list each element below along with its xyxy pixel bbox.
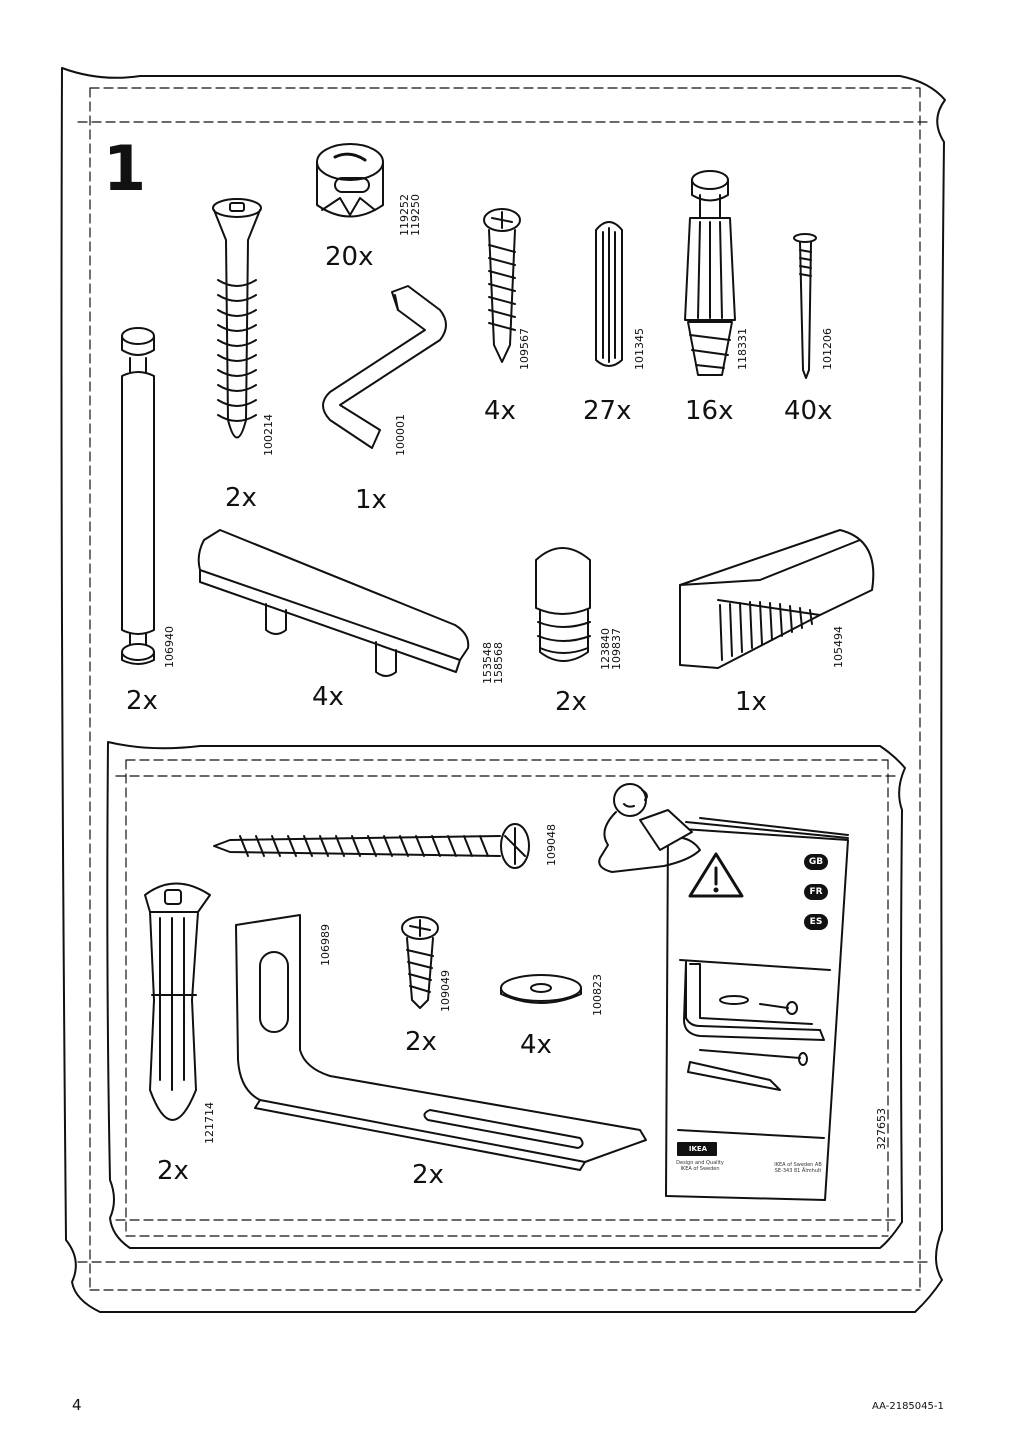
document-id: AA-2185045-1 [872,1401,944,1412]
wall-plug-qty: 2x [157,1156,189,1186]
wedge-code: 105494 [832,626,845,668]
foot-code-2: 109837 [610,628,623,670]
cam-lock-code-2: 119250 [409,194,422,236]
handle-qty: 4x [312,682,344,712]
ikea-logo: IKEA [688,1145,708,1153]
nail-qty: 40x [784,396,833,426]
cam-bolt-qty: 16x [685,396,734,426]
cam-bolt-drawing [684,170,736,376]
bracket-qty: 2x [412,1160,444,1190]
pin-qty: 2x [126,686,158,716]
wedge-qty: 1x [735,687,767,717]
cam-bolt-code: 118331 [736,328,749,370]
long-screw-code: 100214 [262,414,275,456]
small-screw-qty: 4x [484,396,516,426]
leaflet-left-caption: Design and Quality IKEA of Sweden [676,1160,724,1172]
handle-drawing [197,529,470,677]
language-badge-fr: FR [804,884,828,900]
wall-screw-code: 109048 [545,824,558,866]
page-number: 4 [72,1396,82,1414]
allen-key-qty: 1x [355,485,387,515]
outer-bag-outline [60,67,946,1313]
long-screw-qty: 2x [225,483,257,513]
foot-drawing [535,547,591,662]
bracket-screw-drawing [401,916,439,1009]
reader-figure-icon [598,783,701,873]
washer-code: 100823 [591,974,604,1016]
cam-lock-drawing [316,143,384,218]
language-badge-gb: GB [804,854,828,870]
allen-key-drawing [322,285,447,449]
wall-screw-drawing [213,823,530,869]
allen-key-code: 100001 [394,414,407,456]
pin-code: 106940 [163,626,176,668]
bracket-code: 106989 [319,924,332,966]
pin-drawing [121,327,155,665]
bracket-drawing [235,914,647,1171]
dowel-drawing [595,221,623,367]
foot-qty: 2x [555,687,587,717]
washer-qty: 4x [520,1030,552,1060]
cam-lock-qty: 20x [325,242,374,272]
bracket-screw-code: 109049 [439,970,452,1012]
small-screw-code: 109567 [518,328,531,370]
washer-drawing [500,974,582,1004]
dowel-code: 101345 [633,328,646,370]
nail-code: 101206 [821,328,834,370]
language-badge-es: ES [804,914,828,930]
leaflet-drawing [665,817,849,1201]
small-screw-drawing [483,208,521,363]
handle-code-2: 158568 [492,642,505,684]
wall-plug-code: 121714 [203,1102,216,1144]
wedge-drawing [679,529,875,669]
leaflet-code: 327653 [875,1108,888,1150]
bracket-screw-qty: 2x [405,1027,437,1057]
nail-drawing [793,233,817,379]
long-screw-drawing [212,198,262,439]
leaflet-right-caption: IKEA of Sweden AB SE-343 81 Älmhult [774,1162,822,1174]
wall-plug-drawing [144,882,211,1121]
dowel-qty: 27x [583,396,632,426]
step-number: 1 [103,132,147,205]
inner-bag-outline [106,741,906,1249]
